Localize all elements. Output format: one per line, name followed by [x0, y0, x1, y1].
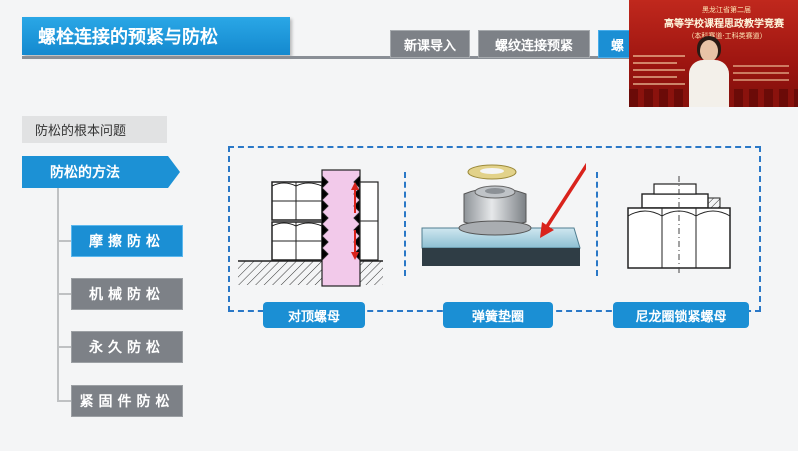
menu-item-friction[interactable]: 摩擦防松: [71, 225, 183, 257]
presenter-video: 黑龙江省第二届 高等学校课程思政教学竞赛 （本科赛道·工科类赛道）: [629, 0, 798, 107]
nylon-lock-nut-figure: [627, 176, 731, 276]
presenter-body: [689, 60, 729, 107]
video-caption-line3: （本科赛道·工科类赛道）: [687, 32, 767, 40]
caption-jam-nut: 对顶螺母: [263, 302, 365, 328]
caption-nylon-lock-nut: 尼龙圈锁紧螺母: [613, 302, 749, 328]
caption-spring-washer: 弹簧垫圈: [443, 302, 553, 328]
panel-divider: [404, 172, 406, 276]
tab-new-lesson[interactable]: 新课导入: [390, 30, 470, 58]
video-backdrop-text-right: [733, 60, 793, 86]
spring-washer-figure: [421, 162, 586, 266]
tree-branch: [57, 293, 71, 295]
header-divider: [22, 56, 630, 59]
tree-branch: [57, 346, 71, 348]
video-caption-line1: 黑龙江省第二届: [702, 6, 751, 14]
section-root-problem[interactable]: 防松的根本问题: [22, 116, 167, 143]
section-methods-arrow: [168, 156, 180, 188]
video-backdrop-text: [633, 50, 693, 90]
tree-branch: [57, 400, 71, 402]
jam-nut-figure: [238, 169, 383, 287]
menu-item-fastener[interactable]: 紧固件防松: [71, 385, 183, 417]
page-title: 螺栓连接的预紧与防松: [22, 17, 290, 55]
video-caption-line2: 高等学校课程思政教学竞赛: [664, 19, 784, 30]
presenter-face: [700, 40, 718, 62]
menu-item-mechanical[interactable]: 机械防松: [71, 278, 183, 310]
menu-item-permanent[interactable]: 永久防松: [71, 331, 183, 363]
tree-branch: [57, 240, 71, 242]
tab-thread-preload[interactable]: 螺纹连接预紧: [478, 30, 590, 58]
section-methods[interactable]: 防松的方法: [22, 156, 168, 188]
panel-divider: [596, 172, 598, 276]
